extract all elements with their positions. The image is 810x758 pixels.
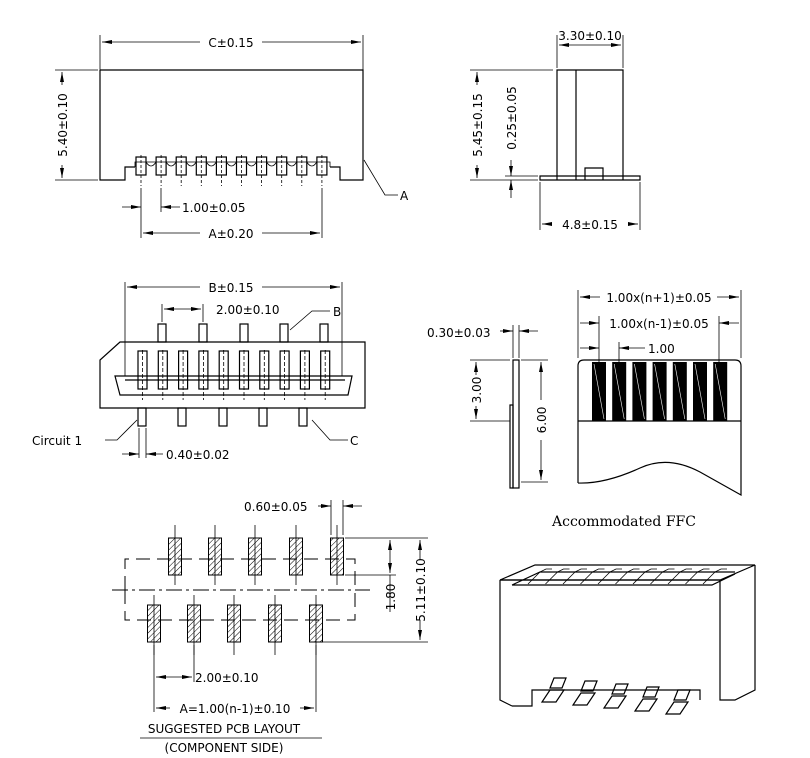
ffc-view: 0.30±0.03 3.00 6.00 1.00x(n+1)±0.05 1.00… xyxy=(427,290,742,530)
pcb-pad-bottom xyxy=(147,604,161,643)
conductor-hatch xyxy=(714,363,726,420)
pcb-overall-dim-label: 5.11±0.10 xyxy=(414,558,428,622)
b-pitch-dim-label: 2.00±0.10 xyxy=(216,303,280,317)
callout-a: A xyxy=(400,189,409,203)
iso-leg xyxy=(540,689,566,703)
depth-dim-label: 3.30±0.10 xyxy=(558,29,622,43)
pcb-layout: 0.60±0.05 1.80 5.11±0.10 2.00±0.10 A=1.0… xyxy=(112,500,428,755)
circuit-1-label: Circuit 1 xyxy=(32,434,82,448)
pcb-pad-top xyxy=(289,537,303,576)
iso-leg-upper xyxy=(549,677,567,689)
bottom-row-pin xyxy=(137,407,147,427)
pcb-pad-bottom xyxy=(309,604,323,643)
iso-contact xyxy=(597,568,622,585)
pcb-layout-subtitle: (COMPONENT SIDE) xyxy=(165,741,284,755)
pcb-pitch-dim-label: 2.00±0.10 xyxy=(195,671,259,685)
conductor-hatch xyxy=(694,363,706,420)
conductor-hatch xyxy=(613,363,625,420)
bottom-row-pin xyxy=(177,407,187,427)
contact-notch xyxy=(266,161,277,167)
contact-notch xyxy=(246,161,257,167)
contact-rail xyxy=(134,161,331,167)
iso-leg xyxy=(633,698,659,712)
pcb-pad-bottom xyxy=(268,604,282,643)
iso-contact xyxy=(685,568,710,585)
iso-contact xyxy=(562,568,587,585)
connector-isometric xyxy=(499,564,756,715)
pcb-pad-top xyxy=(330,537,344,576)
ffc-thickness-dim-label: 0.30±0.03 xyxy=(427,326,491,340)
ffc-overall-dim-label: 1.00x(n+1)±0.05 xyxy=(606,291,711,305)
standoff-dim-label: 0.25±0.05 xyxy=(505,86,519,150)
iso-contact xyxy=(650,568,675,585)
callout-c: C xyxy=(350,434,358,448)
pin-width-dim-label: 0.40±0.02 xyxy=(166,448,230,462)
span-dim-label: A±0.20 xyxy=(209,227,254,241)
conductor-hatch xyxy=(593,363,605,420)
pcb-span-dim-label: A=1.00(n-1)±0.10 xyxy=(180,702,291,716)
iso-leg xyxy=(571,692,597,706)
bottom-row-pin xyxy=(298,407,308,427)
row-offset-dim-label: 1.80 xyxy=(384,584,398,611)
contact-notch xyxy=(185,161,197,167)
side-view: 3.30±0.10 5.45±0.15 0.25±0.05 4.8±0.15 xyxy=(470,29,641,232)
iso-leg-upper xyxy=(673,689,691,701)
pcb-pad-top xyxy=(248,537,262,576)
iso-contact xyxy=(527,568,552,585)
iso-leg-upper xyxy=(580,680,598,692)
top-row-pin xyxy=(198,323,208,343)
width-dim-label: C±0.15 xyxy=(208,36,253,50)
ffc-span-dim-label: 1.00x(n-1)±0.05 xyxy=(609,317,709,331)
pcb-pad-top xyxy=(208,537,222,576)
front-view: C±0.15 5.40±0.10 1.00±0.05 A±0.20 A xyxy=(55,35,409,241)
contact-notch xyxy=(286,161,298,167)
ffc-stiffener-dim-label: 3.00 xyxy=(470,377,484,404)
pcb-pad-bottom xyxy=(187,604,201,643)
conductor-hatch xyxy=(654,363,665,420)
callout-b: B xyxy=(333,305,341,319)
pcb-pad-bottom xyxy=(227,604,241,643)
contact-notch xyxy=(145,161,157,167)
contact-notch xyxy=(205,161,217,167)
side-height-dim-label: 5.45±0.15 xyxy=(471,93,485,157)
pad-width-dim-label: 0.60±0.05 xyxy=(244,500,308,514)
iso-leg xyxy=(664,701,690,715)
bottom-row-pin xyxy=(258,407,268,427)
ffc-caption: Accommodated FFC xyxy=(551,514,696,530)
pcb-layout-title: SUGGESTED PCB LAYOUT xyxy=(148,722,301,736)
top-row-pin xyxy=(319,323,329,343)
iso-contact xyxy=(580,568,605,585)
contact-notch xyxy=(306,161,318,167)
contact-notch xyxy=(226,161,237,167)
base-dim-label: 4.8±0.15 xyxy=(562,218,618,232)
top-row-pin xyxy=(279,323,289,343)
b-width-dim-label: B±0.15 xyxy=(208,281,253,295)
iso-contact xyxy=(702,568,727,585)
iso-contact xyxy=(545,568,570,585)
pcb-pad-top xyxy=(168,537,182,576)
bottom-row-pin xyxy=(218,407,228,427)
iso-contact xyxy=(632,568,657,585)
ffc-pitch-dim-label: 1.00 xyxy=(648,342,675,356)
bottom-view: B±0.15 2.00±0.10 B Circuit 1 C 0.40±0.02 xyxy=(32,281,366,462)
iso-leg-upper xyxy=(611,683,629,695)
top-row-pin xyxy=(157,323,167,343)
conductor-hatch xyxy=(674,363,686,420)
height-dim-label: 5.40±0.10 xyxy=(56,93,70,157)
iso-contact xyxy=(667,568,692,585)
ffc-length-dim-label: 6.00 xyxy=(535,407,549,434)
conductor-hatch xyxy=(634,363,645,420)
iso-leg xyxy=(602,695,628,709)
top-row-pin xyxy=(239,323,249,343)
iso-leg-upper xyxy=(642,686,660,698)
iso-contact xyxy=(615,568,640,585)
pitch-dim-label: 1.00±0.05 xyxy=(182,201,246,215)
contact-notch xyxy=(165,161,177,167)
